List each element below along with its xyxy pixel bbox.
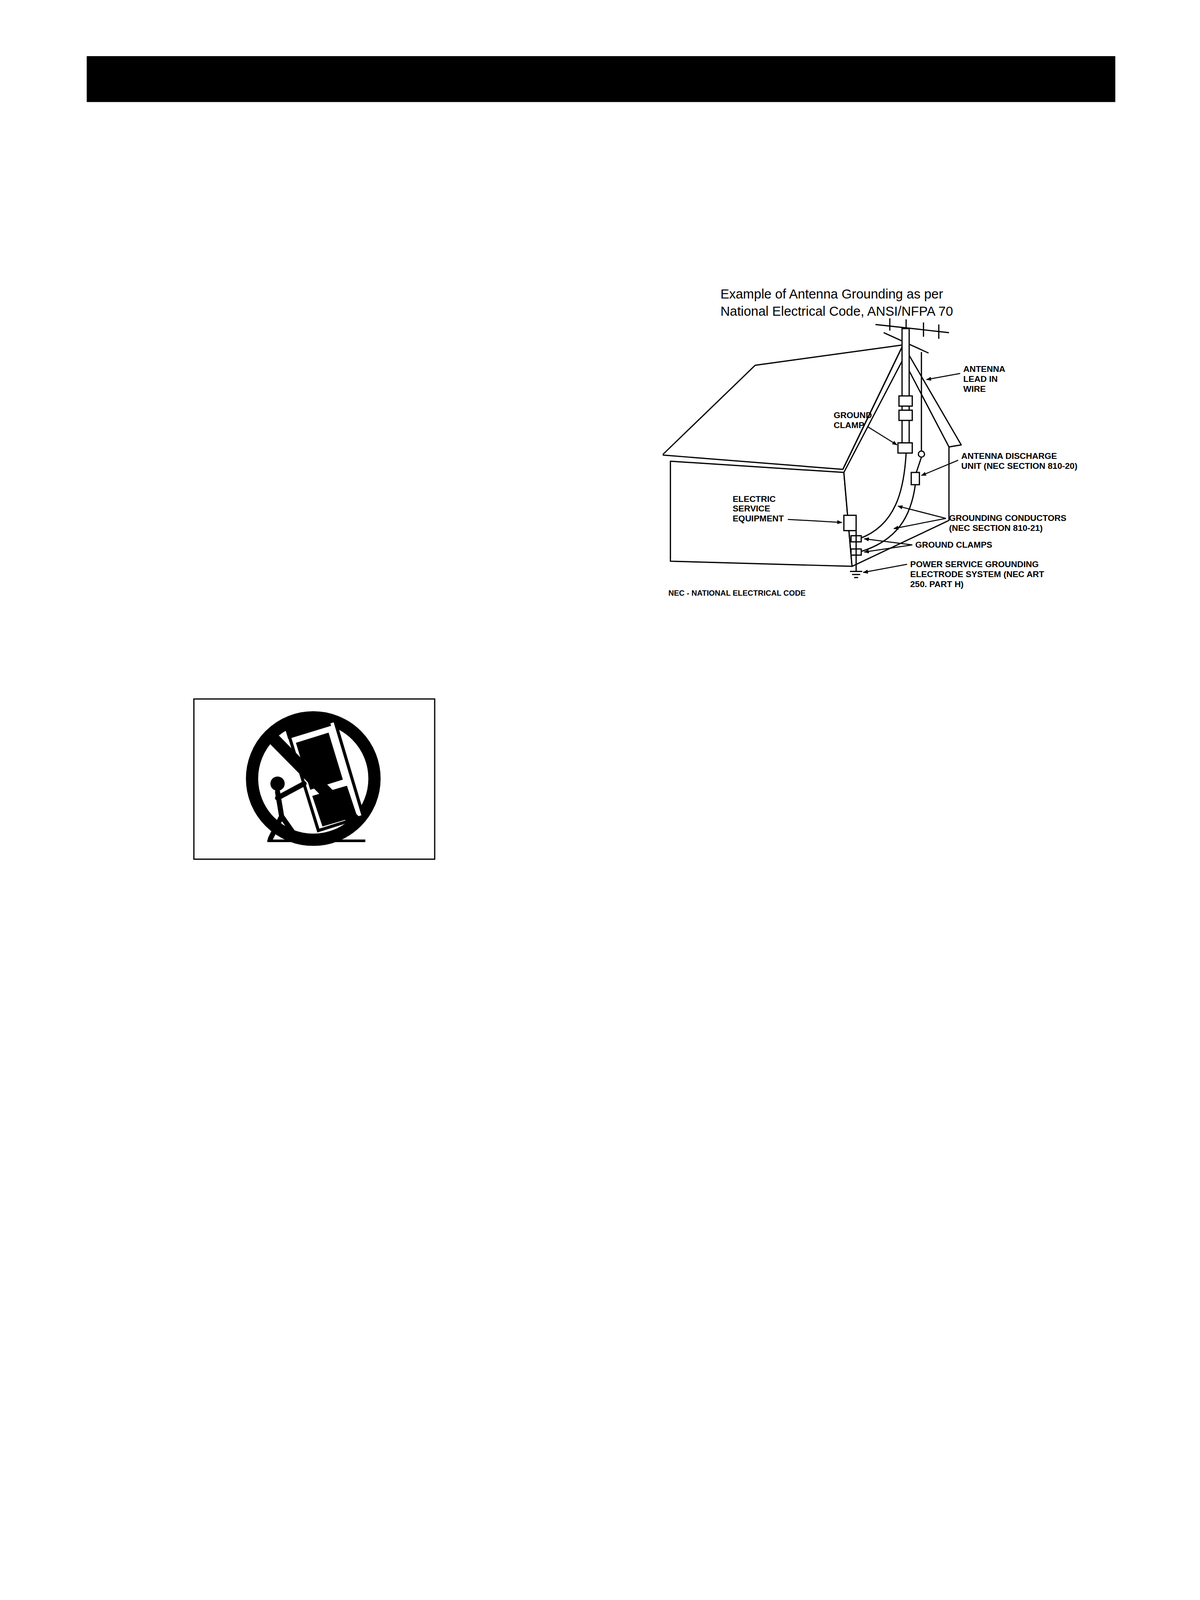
callout-label: ELECTRIC SERVICE EQUIPMENT bbox=[732, 494, 790, 524]
figure-title: Example of Antenna Grounding as per Nati… bbox=[720, 285, 988, 320]
callout-label: GROUNDING CONDUCTORS (NEC SECTION 810-21… bbox=[949, 513, 1081, 533]
callout-label: GROUND CLAMPS bbox=[915, 539, 993, 550]
callout-label: POWER SERVICE GROUNDING ELECTRODE SYSTEM… bbox=[910, 559, 1056, 590]
house bbox=[663, 344, 962, 567]
no-cart-tipover-icon bbox=[193, 698, 435, 860]
header-bar bbox=[86, 56, 1116, 102]
callout-label: ANTENNA DISCHARGE UNIT (NEC SECTION 810-… bbox=[961, 451, 1080, 471]
callout-label: GROUND CLAMP bbox=[833, 410, 891, 431]
antenna bbox=[859, 318, 949, 552]
grounding-hardware bbox=[844, 515, 863, 578]
callout-label: ANTENNA LEAD IN WIRE bbox=[963, 364, 1018, 394]
callout-label: NEC - NATIONAL ELECTRICAL CODE bbox=[668, 588, 806, 598]
